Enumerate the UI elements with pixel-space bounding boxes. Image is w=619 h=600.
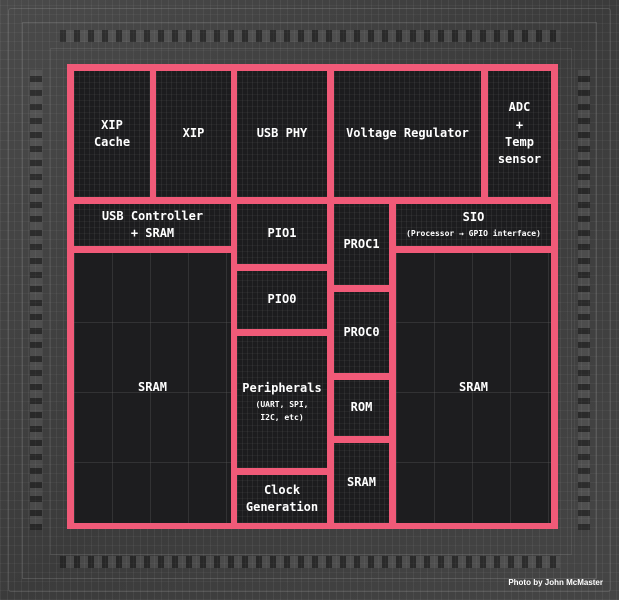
block-pio0: PIO0: [237, 271, 327, 329]
block-label: XIP: [183, 125, 205, 142]
block-clock-generation: Clock Generation: [237, 475, 327, 523]
block-usb-phy: USB PHY: [237, 71, 327, 197]
block-proc0: PROC0: [334, 292, 389, 373]
block-label: ADC + Temp sensor: [498, 99, 541, 169]
block-proc1: PROC1: [334, 204, 389, 285]
bond-pads-left: [30, 70, 42, 530]
block-xip: XIP: [156, 71, 231, 197]
block-label: Voltage Regulator: [346, 125, 469, 142]
block-pio1: PIO1: [237, 204, 327, 264]
bond-pads-top: [60, 30, 560, 42]
block-label: USB Controller + SRAM: [102, 208, 203, 243]
block-sublabel: (UART, SPI, I2C, etc): [256, 399, 309, 425]
block-label: Peripherals: [242, 380, 321, 397]
block-label: PIO0: [268, 291, 297, 308]
block-sio: SIO (Processor → GPIO interface): [396, 204, 551, 246]
block-label: PROC0: [343, 324, 379, 341]
block-label: XIP Cache: [94, 117, 130, 152]
block-xip-cache: XIP Cache: [74, 71, 150, 197]
block-sram-small: SRAM: [334, 443, 389, 523]
block-label: SRAM: [347, 474, 376, 491]
block-adc-temp-sensor: ADC + Temp sensor: [488, 71, 551, 197]
block-label: SRAM: [138, 379, 167, 396]
block-label: USB PHY: [257, 125, 308, 142]
block-label: SRAM: [459, 379, 488, 396]
block-label: SIO: [463, 209, 485, 226]
block-label: PROC1: [343, 236, 379, 253]
block-rom: ROM: [334, 380, 389, 436]
bond-pads-bottom: [60, 556, 560, 568]
block-label: PIO1: [268, 225, 297, 242]
block-sram-left: SRAM: [74, 253, 231, 523]
bond-pads-right: [578, 70, 590, 530]
block-peripherals: Peripherals (UART, SPI, I2C, etc): [237, 336, 327, 468]
block-label: ROM: [351, 399, 373, 416]
block-sram-right: SRAM: [396, 253, 551, 523]
block-label: Clock Generation: [246, 482, 318, 517]
photo-credit: Photo by John McMaster: [508, 578, 603, 587]
block-sublabel: (Processor → GPIO interface): [406, 228, 541, 241]
block-voltage-regulator: Voltage Regulator: [334, 71, 481, 197]
block-usb-controller-sram: USB Controller + SRAM: [74, 204, 231, 246]
